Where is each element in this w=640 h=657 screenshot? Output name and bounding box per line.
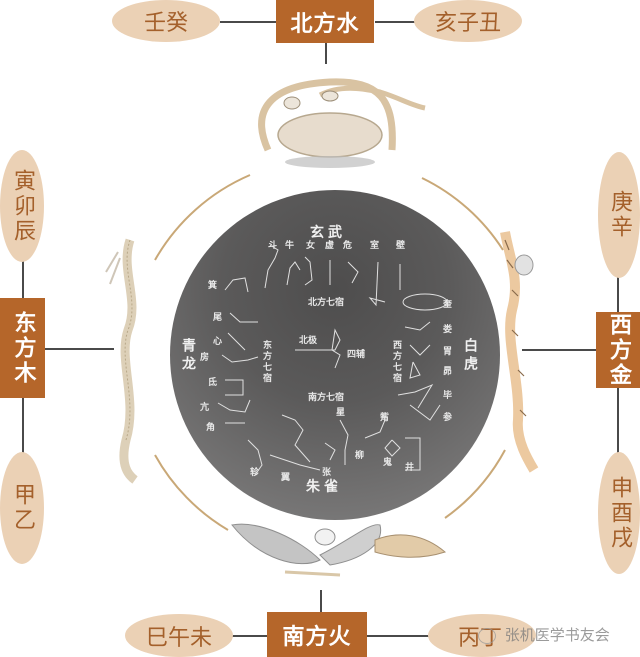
north-connector-right	[375, 21, 415, 23]
mansion-xin: 心	[213, 337, 223, 347]
north-branches-oval: 亥子丑	[414, 0, 522, 42]
north-connector-left	[220, 21, 278, 23]
mansion-dou: 斗	[268, 241, 278, 251]
mansion-zhen: 轸	[250, 468, 260, 478]
south-group-title: 南方七宿	[308, 393, 345, 403]
mansion-kui: 奎	[443, 300, 453, 310]
west-connector-down	[617, 385, 619, 455]
east-group-title: 东方七宿	[261, 340, 271, 384]
mansion-bi-west: 毕	[443, 391, 453, 401]
north-pole-label: 北极	[299, 336, 318, 346]
mansion-shen: 参	[443, 413, 453, 423]
south-connector-up	[320, 590, 322, 612]
west-group-title: 西方七宿	[391, 340, 401, 384]
mansion-xing: 星	[336, 408, 346, 418]
north-stems-oval: 壬癸	[112, 0, 220, 42]
star-map-disc	[170, 190, 500, 520]
mansion-yi: 翼	[281, 473, 291, 483]
mansion-gui: 鬼	[383, 458, 393, 468]
west-stems-oval: 庚辛	[598, 152, 640, 278]
west-connector-left	[522, 349, 597, 351]
mansion-wei-east: 尾	[213, 313, 223, 323]
south-connector-left	[230, 635, 275, 637]
mansion-zi: 觜	[380, 413, 390, 423]
west-connector-up	[617, 275, 619, 315]
east-branches-oval: 寅卯辰	[0, 150, 44, 262]
west-direction-box: 西方金	[596, 312, 640, 388]
mansion-wei-west: 胃	[443, 347, 453, 357]
mansion-bi: 壁	[396, 241, 406, 251]
four-assistants-label: 四辅	[347, 350, 366, 360]
east-connector-right	[44, 348, 114, 350]
mansion-jing: 井	[405, 463, 415, 473]
north-direction-box: 北方水	[276, 0, 374, 43]
azure-dragon-icon	[105, 238, 138, 484]
mansion-nv: 女	[306, 241, 316, 251]
mansion-mao: 昴	[443, 367, 453, 377]
west-creature-label: 白虎	[462, 338, 478, 374]
north-group-title: 北方七宿	[308, 298, 345, 308]
north-creature-label: 玄武	[310, 225, 346, 241]
west-branches-oval: 申酉戌	[598, 452, 640, 574]
mansion-ji: 箕	[208, 281, 218, 291]
mansion-fang: 房	[200, 353, 210, 363]
wechat-icon	[478, 627, 496, 644]
east-creature-label: 青龙	[180, 338, 196, 374]
mansion-kang: 亢	[200, 403, 210, 413]
north-connector-down	[325, 42, 327, 64]
watermark-text: 张机医学书友会	[504, 626, 610, 644]
mansion-shi: 室	[370, 241, 380, 251]
east-direction-box: 东方木	[0, 298, 45, 398]
black-tortoise-icon	[258, 78, 426, 168]
mansion-di: 氐	[208, 378, 218, 388]
mansion-wei-north: 危	[343, 241, 353, 251]
mansion-xu: 虚	[325, 241, 335, 251]
mansion-zhang: 张	[322, 468, 332, 478]
white-tiger-icon	[500, 231, 539, 473]
watermark: 张机医学书友会	[478, 624, 610, 645]
mansion-liu: 柳	[355, 451, 365, 461]
east-stems-oval: 甲乙	[0, 452, 44, 564]
east-connector-up	[22, 260, 24, 300]
mansion-jiao: 角	[206, 423, 216, 433]
mansion-niu: 牛	[285, 241, 295, 251]
south-connector-right	[365, 635, 430, 637]
south-direction-box: 南方火	[267, 612, 367, 657]
south-branches-oval: 巳午未	[125, 614, 233, 657]
south-creature-label: 朱雀	[306, 479, 342, 495]
vermilion-bird-icon	[231, 523, 447, 577]
east-connector-down	[22, 395, 24, 455]
mansion-lou: 娄	[443, 325, 453, 335]
